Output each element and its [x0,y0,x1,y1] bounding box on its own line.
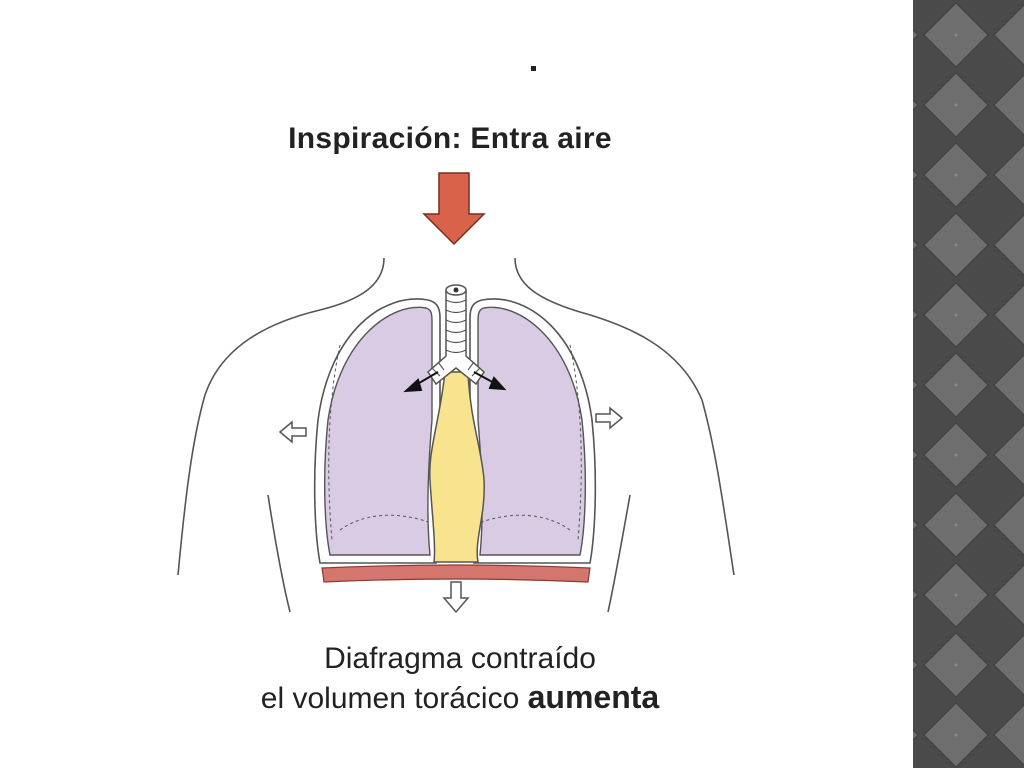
torso-outline [177,257,735,613]
decorative-sidebar [913,0,1024,768]
inhale-arrow-icon [422,172,486,246]
caption-emphasis: aumenta [527,679,660,715]
caption-line-1: Diafragma contraído [324,642,596,675]
diagram-caption: Diafragma contraído el volumen torácico … [160,640,760,718]
caption-line-2-prefix: el volumen torácico [260,682,528,715]
mediastinum [429,371,485,563]
diagram-title: Inspiración: Entra aire [288,122,612,155]
airflow-arrows [403,371,507,393]
caption-line-2: el volumen torácico aumenta [160,678,760,718]
breathing-diagram [177,172,735,614]
expand-right-icon [595,406,624,430]
slide-mark [531,66,536,71]
diaphragm [321,564,591,583]
right-lung [469,298,597,564]
expand-down-icon [442,581,470,614]
expand-left-icon [278,420,307,444]
left-lung [313,298,441,564]
